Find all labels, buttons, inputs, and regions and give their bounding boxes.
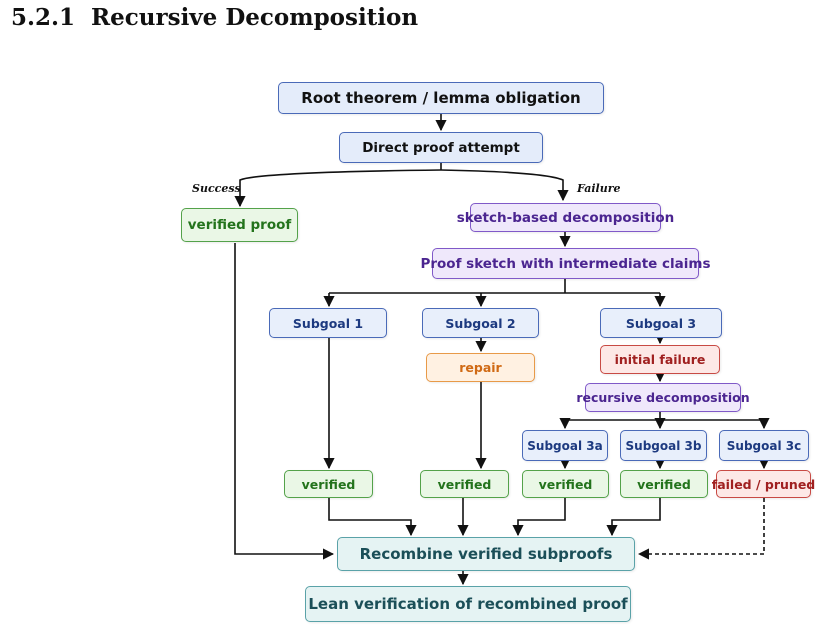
failed-pruned-node: failed / pruned (712, 470, 815, 498)
verified-proof-node: verified proof (181, 208, 298, 242)
edge-recursive-split (565, 412, 764, 421)
subgoal-1-node: Subgoal 1 (269, 308, 387, 338)
edge-label-success: Success (192, 182, 241, 195)
edge-direct-failure (440, 169, 569, 202)
sketch-decomposition-node: sketch-based decomposition (457, 203, 674, 232)
subgoal-3a-node: Subgoal 3a (522, 430, 608, 461)
repair-node: repair (426, 353, 535, 382)
edge-verified3a-recombine (512, 498, 566, 537)
recombine-node: Recombine verified subproofs (337, 537, 635, 571)
direct-proof-node: Direct proof attempt (339, 132, 543, 163)
edge-verified3b-recombine (606, 498, 661, 537)
section-title: Recursive Decomposition (91, 4, 419, 31)
verified-subgoal-3a-node: verified (522, 470, 609, 498)
verified-subgoal-3b-node: verified (620, 470, 708, 498)
proof-sketch-node: Proof sketch with intermediate claims (420, 248, 711, 279)
edge-verified1-recombine (328, 498, 417, 537)
initial-failure-node: initial failure (600, 345, 720, 374)
edge-failed-recombine (637, 498, 765, 560)
subgoal-3c-node: Subgoal 3c (719, 430, 809, 461)
root-obligation-node: Root theorem / lemma obligation (278, 82, 604, 114)
recursive-decomposition-node: recursive decomposition (576, 383, 750, 412)
verified-subgoal-2-node: verified (420, 470, 509, 498)
subgoal-3b-node: Subgoal 3b (620, 430, 707, 461)
section-heading: 5.2.1 Recursive Decomposition (11, 4, 418, 31)
subgoal-2-node: Subgoal 2 (422, 308, 539, 338)
edge-label-failure: Failure (577, 182, 621, 195)
lean-verification-node: Lean verification of recombined proof (305, 586, 631, 622)
edge-direct-success (234, 169, 442, 208)
subgoal-3-node: Subgoal 3 (600, 308, 722, 338)
verified-subgoal-1-node: verified (284, 470, 373, 498)
edge-proofsketch-split (329, 279, 660, 294)
edge-verifiedproof-recombine (234, 243, 335, 560)
section-number: 5.2.1 (11, 4, 76, 31)
